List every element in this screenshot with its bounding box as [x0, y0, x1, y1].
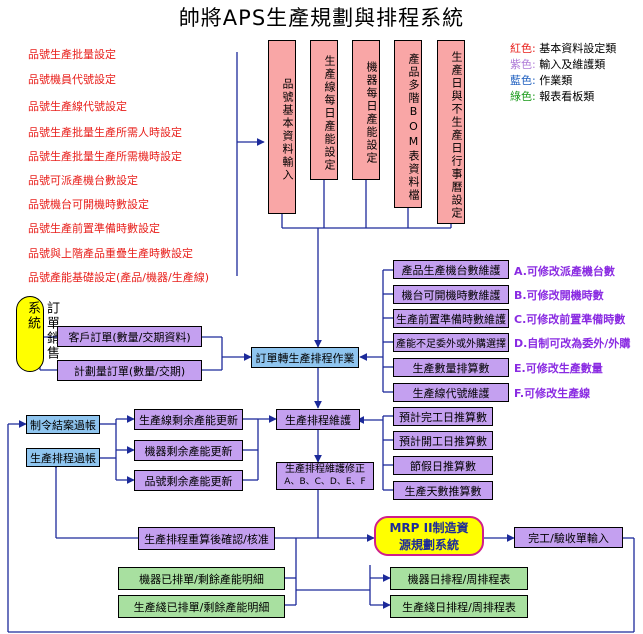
- red-item: 品號生產批量生產所需機時設定: [28, 150, 182, 163]
- update-box-machine[interactable]: 機器剩余產能更新: [134, 440, 243, 461]
- right-label: C.可修改前置準備時數: [514, 313, 626, 326]
- calc-box[interactable]: 預計開工日推算數: [393, 431, 493, 450]
- red-item: 品號與上階產品重疊生產時數設定: [28, 247, 193, 260]
- red-item: 品號生產前置準備時數設定: [28, 222, 160, 235]
- page-title: 帥將APS生產規劃與排程系統: [178, 6, 465, 30]
- pink-box-calendar[interactable]: 生產日與不生產日行事曆設定: [437, 40, 465, 224]
- green-line-detail[interactable]: 生產綫已排單/剩餘產能明細: [118, 595, 285, 618]
- pink-box-line-capacity[interactable]: 生產線每日產能設定: [310, 40, 338, 180]
- right-purple-box[interactable]: 機台可開機時數維護: [393, 285, 509, 304]
- customer-order-box[interactable]: 客戶訂單(數量/交期資料): [57, 326, 202, 347]
- red-item: 品號產能基礎設定(產品/機器/生產線): [28, 271, 209, 284]
- red-item: 品號生產線代號設定: [28, 100, 127, 113]
- right-label: D.自制可改為委外/外購: [514, 337, 631, 350]
- red-item: 品號生產批量生產所需人時設定: [28, 126, 182, 139]
- right-purple-box[interactable]: 產品生產機台數維護: [393, 260, 509, 279]
- update-box-item[interactable]: 品號剩余產能更新: [134, 470, 243, 491]
- right-purple-box[interactable]: 生產線代號維護: [393, 383, 509, 402]
- green-machine-schedule[interactable]: 機器日排程/周排程表: [390, 567, 528, 590]
- red-item: 品號生產批量設定: [28, 48, 116, 61]
- green-machine-detail[interactable]: 機器已排單/剩餘產能明細: [118, 567, 285, 590]
- calc-box[interactable]: 預計完工日推算數: [393, 407, 493, 426]
- right-label: A.可修改派產機台數: [514, 265, 615, 278]
- right-purple-box[interactable]: 生產前置準備時數維護: [393, 309, 509, 328]
- finish-acceptance-box[interactable]: 完工/驗收單輸入: [514, 527, 623, 548]
- legend-blue: 藍色: 作業類: [510, 74, 573, 87]
- red-item: 品號機員代號設定: [28, 73, 116, 86]
- legend-purple: 紫色: 輸入及維護類: [510, 58, 606, 71]
- order-sales-system[interactable]: 訂單銷售系統: [16, 296, 59, 372]
- close-order-posting-button[interactable]: 制令結案過帳: [26, 415, 100, 434]
- recalc-approve-box[interactable]: 生產排程重算後確認/核准: [138, 527, 275, 550]
- calc-box[interactable]: 節假日推算數: [393, 456, 493, 475]
- red-item: 品號可派產機台數設定: [28, 174, 138, 187]
- right-purple-box[interactable]: 產能不足委外或外購選擇: [393, 333, 509, 352]
- pink-box-bom[interactable]: 產品多階BOM表資料檔: [394, 40, 422, 208]
- order-to-schedule-button[interactable]: 訂單轉生產排程作業: [251, 347, 359, 368]
- right-label: F.可修改生產線: [514, 387, 591, 400]
- right-label: B.可修改開機時數: [514, 289, 604, 302]
- red-item: 品號機台可開機時數設定: [28, 198, 149, 211]
- schedule-posting-button[interactable]: 生產排程過帳: [26, 448, 100, 467]
- right-purple-box[interactable]: 生產數量排算數: [393, 358, 509, 377]
- calc-box[interactable]: 生產天數推算數: [393, 481, 493, 500]
- legend-green: 綠色: 報表看板類: [510, 90, 595, 103]
- schedule-maintain-box[interactable]: 生產排程維護: [276, 409, 360, 430]
- schedule-fix-box[interactable]: 生產排程維護修正 A、B、C、D、E、F: [276, 462, 374, 490]
- mrp-system[interactable]: MRP II制造資 源規劃系統: [374, 516, 484, 556]
- legend-red: 紅色: 基本資料設定類: [510, 42, 617, 55]
- plan-order-box[interactable]: 計劃量訂單(數量/交期): [57, 360, 202, 381]
- update-box-line[interactable]: 生產線剩余產能更新: [134, 409, 243, 430]
- right-label: E.可修改生產數量: [514, 362, 603, 375]
- green-line-schedule[interactable]: 生產綫日排程/周排程表: [390, 595, 528, 618]
- pink-box-item-master[interactable]: 品號基本資料輸入: [268, 40, 296, 214]
- pink-box-machine-capacity[interactable]: 機器每日產能設定: [352, 40, 380, 180]
